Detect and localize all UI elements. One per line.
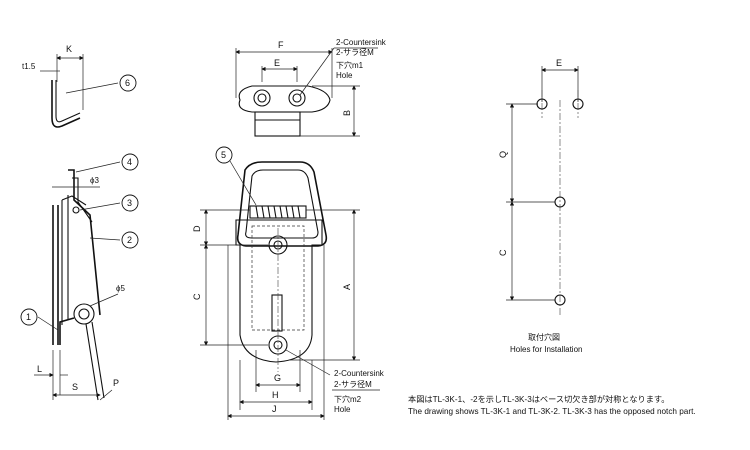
dim-B: B	[342, 110, 352, 116]
part-1-label: 1	[26, 312, 31, 322]
part-3-label: 3	[127, 198, 132, 208]
part-bubble-6	[119, 74, 137, 92]
dim-Q: Q	[498, 151, 508, 158]
side-view: K t1.5 6 ϕ3 ϕ5 4 3	[20, 44, 139, 401]
part-bubble-1	[20, 308, 38, 326]
top-callout-line4: Hole	[336, 71, 353, 80]
dim-K: K	[66, 44, 72, 54]
front-callout-line2: 2-サラ径M	[334, 379, 372, 389]
part-2-label: 2	[127, 235, 132, 245]
dim-C-install: C	[498, 249, 508, 256]
notes: 本図はTL-3K-1、-2を示しTL-3K-3はベース切欠き部が対称となります。…	[408, 394, 696, 416]
part-bubble-2	[121, 231, 139, 249]
dim-phi5: ϕ5	[116, 284, 125, 293]
dim-D: D	[192, 225, 202, 232]
wire-loop	[236, 161, 328, 247]
install-caption-en: Holes for Installation	[510, 345, 582, 354]
top-view: F E B 2-Countersink 2-サラ径M 下穴m1 Hole	[235, 38, 387, 137]
part-6-label: 6	[125, 78, 130, 88]
part-4-label: 4	[127, 157, 132, 167]
dim-C-front: C	[192, 293, 202, 300]
latch-body	[235, 219, 323, 363]
dim-J: J	[272, 404, 277, 414]
note-jp: 本図はTL-3K-1、-2を示しTL-3K-3はベース切欠き部が対称となります。	[408, 394, 669, 404]
dim-S: S	[72, 382, 78, 392]
base-plate	[238, 85, 331, 113]
front-view: 5 D C A G H J 2-Countersink 2-サラ径M 下穴m2 …	[192, 146, 385, 420]
part-5-label: 5	[221, 150, 226, 160]
part-bubble-5	[215, 146, 233, 164]
installation-view: E Q C 取付穴図 Holes for Installation	[498, 58, 584, 354]
dim-P: P	[113, 378, 119, 388]
dim-G: G	[274, 373, 281, 383]
install-hole-2	[572, 98, 584, 110]
front-callout-line4: Hole	[334, 405, 351, 414]
dim-L: L	[37, 364, 42, 374]
dim-phi3: ϕ3	[90, 176, 99, 185]
hook-part	[51, 80, 81, 128]
top-callout-line3: 下穴m1	[336, 60, 364, 70]
dim-H: H	[272, 390, 279, 400]
dim-E-install: E	[556, 58, 562, 68]
dim-F: F	[278, 40, 284, 50]
slot	[271, 294, 283, 332]
part-bubble-3	[121, 194, 139, 212]
install-caption-jp: 取付穴図	[528, 332, 560, 342]
front-callout-line3: 下穴m2	[334, 394, 362, 404]
dim-E-top: E	[274, 58, 280, 68]
top-callout-line1: 2-Countersink	[336, 38, 387, 47]
top-callout-line2: 2-サラ径M	[336, 47, 374, 57]
note-en: The drawing shows TL-3K-1 and TL-3K-2. T…	[408, 407, 696, 416]
part-bubble-4	[121, 153, 139, 171]
dim-t: t1.5	[22, 62, 36, 71]
front-callout-line1: 2-Countersink	[334, 369, 385, 378]
dim-A: A	[342, 284, 352, 290]
